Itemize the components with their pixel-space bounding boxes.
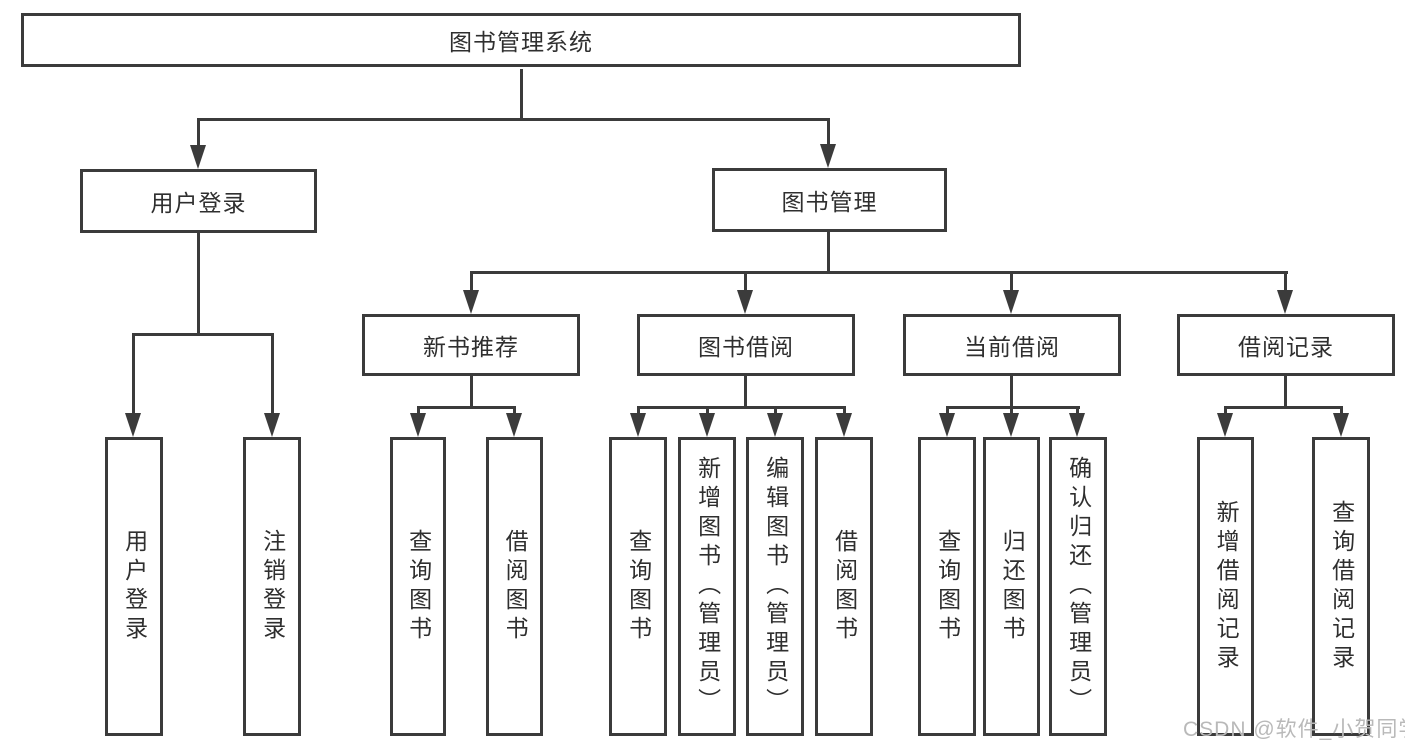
arrow-down-icon — [1069, 413, 1085, 437]
node-borrow-records-label: 借阅记录 — [1238, 334, 1334, 360]
connector-stem-leaf — [1224, 406, 1227, 416]
node-user-login-label: 用户登录 — [150, 190, 247, 216]
node-current-borrow-label: 当前借阅 — [964, 334, 1060, 360]
leaf-newbook-query-label: 查询图书 — [405, 528, 432, 645]
leaf-add-record: 新增借阅记录 — [1197, 437, 1254, 736]
arrow-down-icon — [737, 290, 753, 314]
connector-stem-user-login — [197, 118, 200, 147]
node-root-label: 图书管理系统 — [449, 29, 593, 55]
node-book-management-label: 图书管理 — [781, 189, 878, 215]
leaf-current-query-label: 查询图书 — [934, 528, 961, 645]
arrow-down-icon — [630, 413, 646, 437]
leaf-confirm-return-admin-label: 确认归还（管理员） — [1065, 456, 1092, 717]
leaf-borrow-add-admin: 新增图书（管理员） — [678, 437, 736, 736]
arrow-down-icon — [836, 413, 852, 437]
connector-bookmgmt-branch — [470, 271, 1288, 274]
leaf-borrow-add-admin-label: 新增图书（管理员） — [694, 456, 721, 717]
connector-stem-leaf — [843, 406, 846, 416]
connector-currentborrow-branch — [946, 406, 1080, 409]
leaf-logout-label: 注销登录 — [259, 528, 286, 645]
connector-bookmgmt-trunk — [827, 232, 830, 274]
connector-root-trunk — [520, 69, 523, 121]
connector-stem-leaf — [132, 333, 135, 414]
connector-root-branch — [197, 118, 830, 121]
node-book-borrow: 图书借阅 — [637, 314, 855, 376]
connector-stem-level3 — [470, 271, 473, 292]
connector-records-branch — [1224, 406, 1343, 409]
connector-stem-leaf — [774, 406, 777, 416]
leaf-borrow-edit-admin: 编辑图书（管理员） — [746, 437, 804, 736]
connector-stem-leaf — [706, 406, 709, 416]
arrow-down-icon — [410, 413, 426, 437]
leaf-borrow-book-label: 借阅图书 — [831, 528, 858, 645]
arrow-down-icon — [939, 413, 955, 437]
connector-newbook-trunk — [470, 376, 473, 409]
arrow-down-icon — [820, 144, 836, 168]
arrow-down-icon — [463, 290, 479, 314]
connector-stem-leaf — [271, 333, 274, 414]
leaf-newbook-query: 查询图书 — [390, 437, 446, 736]
leaf-return-book: 归还图书 — [983, 437, 1040, 736]
node-root: 图书管理系统 — [21, 13, 1021, 67]
leaf-confirm-return-admin: 确认归还（管理员） — [1049, 437, 1107, 736]
leaf-newbook-borrow-label: 借阅图书 — [502, 528, 529, 645]
connector-stem-leaf — [637, 406, 640, 416]
connector-userlogin-branch — [132, 333, 274, 336]
connector-stem-leaf — [513, 406, 516, 416]
node-book-borrow-label: 图书借阅 — [698, 334, 794, 360]
leaf-add-record-label: 新增借阅记录 — [1213, 499, 1240, 674]
node-user-login: 用户登录 — [80, 169, 317, 233]
arrow-down-icon — [1003, 290, 1019, 314]
csdn-watermark: CSDN @软件_小贺同学 — [1183, 718, 1405, 741]
connector-userlogin-trunk — [197, 233, 200, 336]
leaf-query-record: 查询借阅记录 — [1312, 437, 1370, 736]
connector-bookborrow-branch — [637, 406, 846, 409]
connector-stem-leaf — [946, 406, 949, 416]
arrow-down-icon — [1217, 413, 1233, 437]
connector-stem-level3 — [744, 271, 747, 292]
node-new-book-recommend-label: 新书推荐 — [423, 334, 519, 360]
arrow-down-icon — [699, 413, 715, 437]
connector-newbook-branch — [417, 406, 516, 409]
leaf-logout: 注销登录 — [243, 437, 301, 736]
arrow-down-icon — [767, 413, 783, 437]
leaf-user-login: 用户登录 — [105, 437, 163, 736]
arrow-down-icon — [1003, 413, 1019, 437]
leaf-user-login-label: 用户登录 — [121, 528, 148, 645]
leaf-borrow-query-label: 查询图书 — [625, 528, 652, 645]
arrow-down-icon — [190, 145, 206, 169]
arrow-down-icon — [1277, 290, 1293, 314]
connector-bookborrow-trunk — [744, 376, 747, 409]
arrow-down-icon — [125, 413, 141, 437]
arrow-down-icon — [1333, 413, 1349, 437]
node-book-management: 图书管理 — [712, 168, 947, 232]
node-borrow-records: 借阅记录 — [1177, 314, 1395, 376]
connector-stem-leaf — [1340, 406, 1343, 416]
leaf-query-record-label: 查询借阅记录 — [1328, 499, 1355, 674]
node-current-borrow: 当前借阅 — [903, 314, 1121, 376]
connector-stem-leaf — [1076, 406, 1079, 416]
arrow-down-icon — [506, 413, 522, 437]
leaf-borrow-query: 查询图书 — [609, 437, 667, 736]
arrow-down-icon — [264, 413, 280, 437]
connector-stem-level3 — [1010, 271, 1013, 292]
leaf-newbook-borrow: 借阅图书 — [486, 437, 543, 736]
leaf-borrow-edit-admin-label: 编辑图书（管理员） — [762, 456, 789, 717]
leaf-current-query: 查询图书 — [918, 437, 976, 736]
connector-stem-leaf — [417, 406, 420, 416]
connector-stem-level3 — [1284, 271, 1287, 292]
leaf-borrow-book: 借阅图书 — [815, 437, 873, 736]
leaf-return-book-label: 归还图书 — [999, 528, 1026, 645]
node-new-book-recommend: 新书推荐 — [362, 314, 580, 376]
connector-currentborrow-trunk — [1010, 376, 1013, 409]
connector-stem-leaf — [1010, 406, 1013, 416]
connector-records-trunk — [1284, 376, 1287, 409]
connector-stem-book-management — [827, 118, 830, 146]
